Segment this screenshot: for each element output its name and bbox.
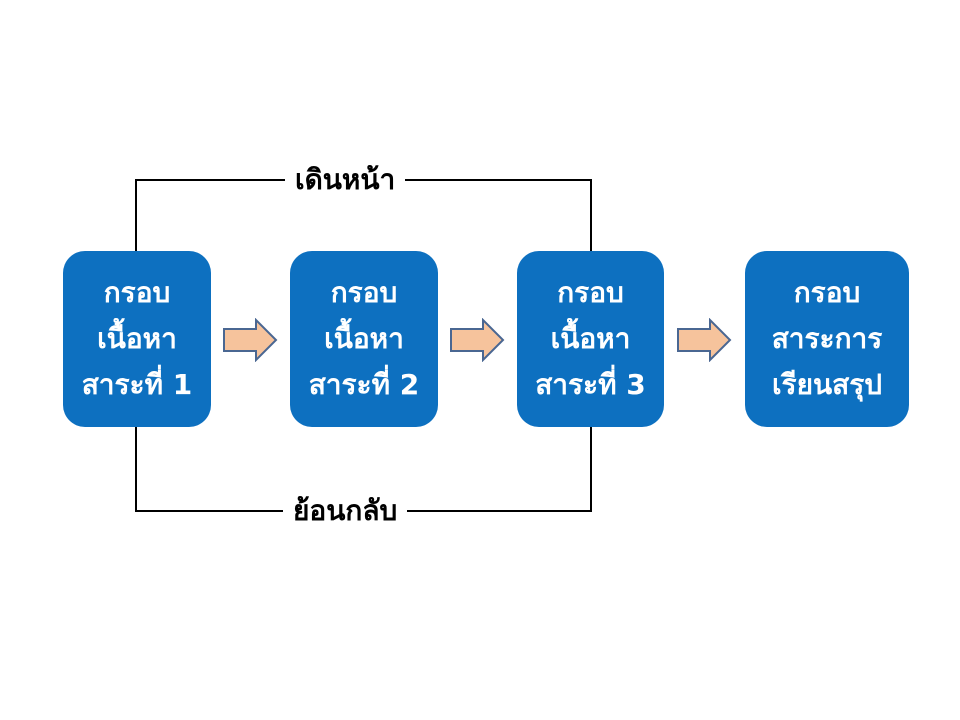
box-3-line-2: เนื้อหา	[550, 322, 631, 355]
box-4-line-1: กรอบ	[793, 276, 861, 309]
box-1-line-1: กรอบ	[103, 276, 171, 309]
forward-line-left	[135, 179, 137, 252]
right-arrow-icon	[223, 318, 278, 362]
arrow-3-shape	[677, 318, 732, 362]
arrow-1-shape	[223, 318, 278, 362]
summary-frame-box: กรอบ สาระการ เรียนสรุป	[745, 251, 909, 427]
box-4-line-2: สาระการ	[771, 322, 883, 355]
content-frame-box-3: กรอบ เนื้อหา สาระที่ 3	[517, 251, 664, 427]
arrow-2-shape	[450, 318, 505, 362]
box-1-line-2: เนื้อหา	[97, 322, 177, 355]
box-2-line-2: เนื้อหา	[324, 322, 404, 355]
box-2-line-3: สาระที่ 2	[308, 368, 420, 401]
box-4-line-3: เรียนสรุป	[771, 368, 883, 401]
back-label: ย้อนกลับ	[283, 491, 408, 531]
box-1-line-3: สาระที่ 1	[81, 368, 193, 401]
content-frame-box-2: กรอบ เนื้อหา สาระที่ 2	[290, 251, 438, 427]
content-frame-box-1: กรอบ เนื้อหา สาระที่ 1	[63, 251, 211, 427]
forward-line-right	[590, 179, 592, 252]
right-arrow-icon	[450, 318, 505, 362]
box-3-line-3: สาระที่ 3	[535, 368, 646, 401]
forward-label: เดินหน้า	[285, 160, 406, 200]
back-line-right	[590, 426, 592, 512]
right-arrow-icon	[677, 318, 732, 362]
box-3-line-1: กรอบ	[557, 276, 624, 309]
box-2-line-1: กรอบ	[330, 276, 398, 309]
back-line-left	[135, 426, 137, 512]
